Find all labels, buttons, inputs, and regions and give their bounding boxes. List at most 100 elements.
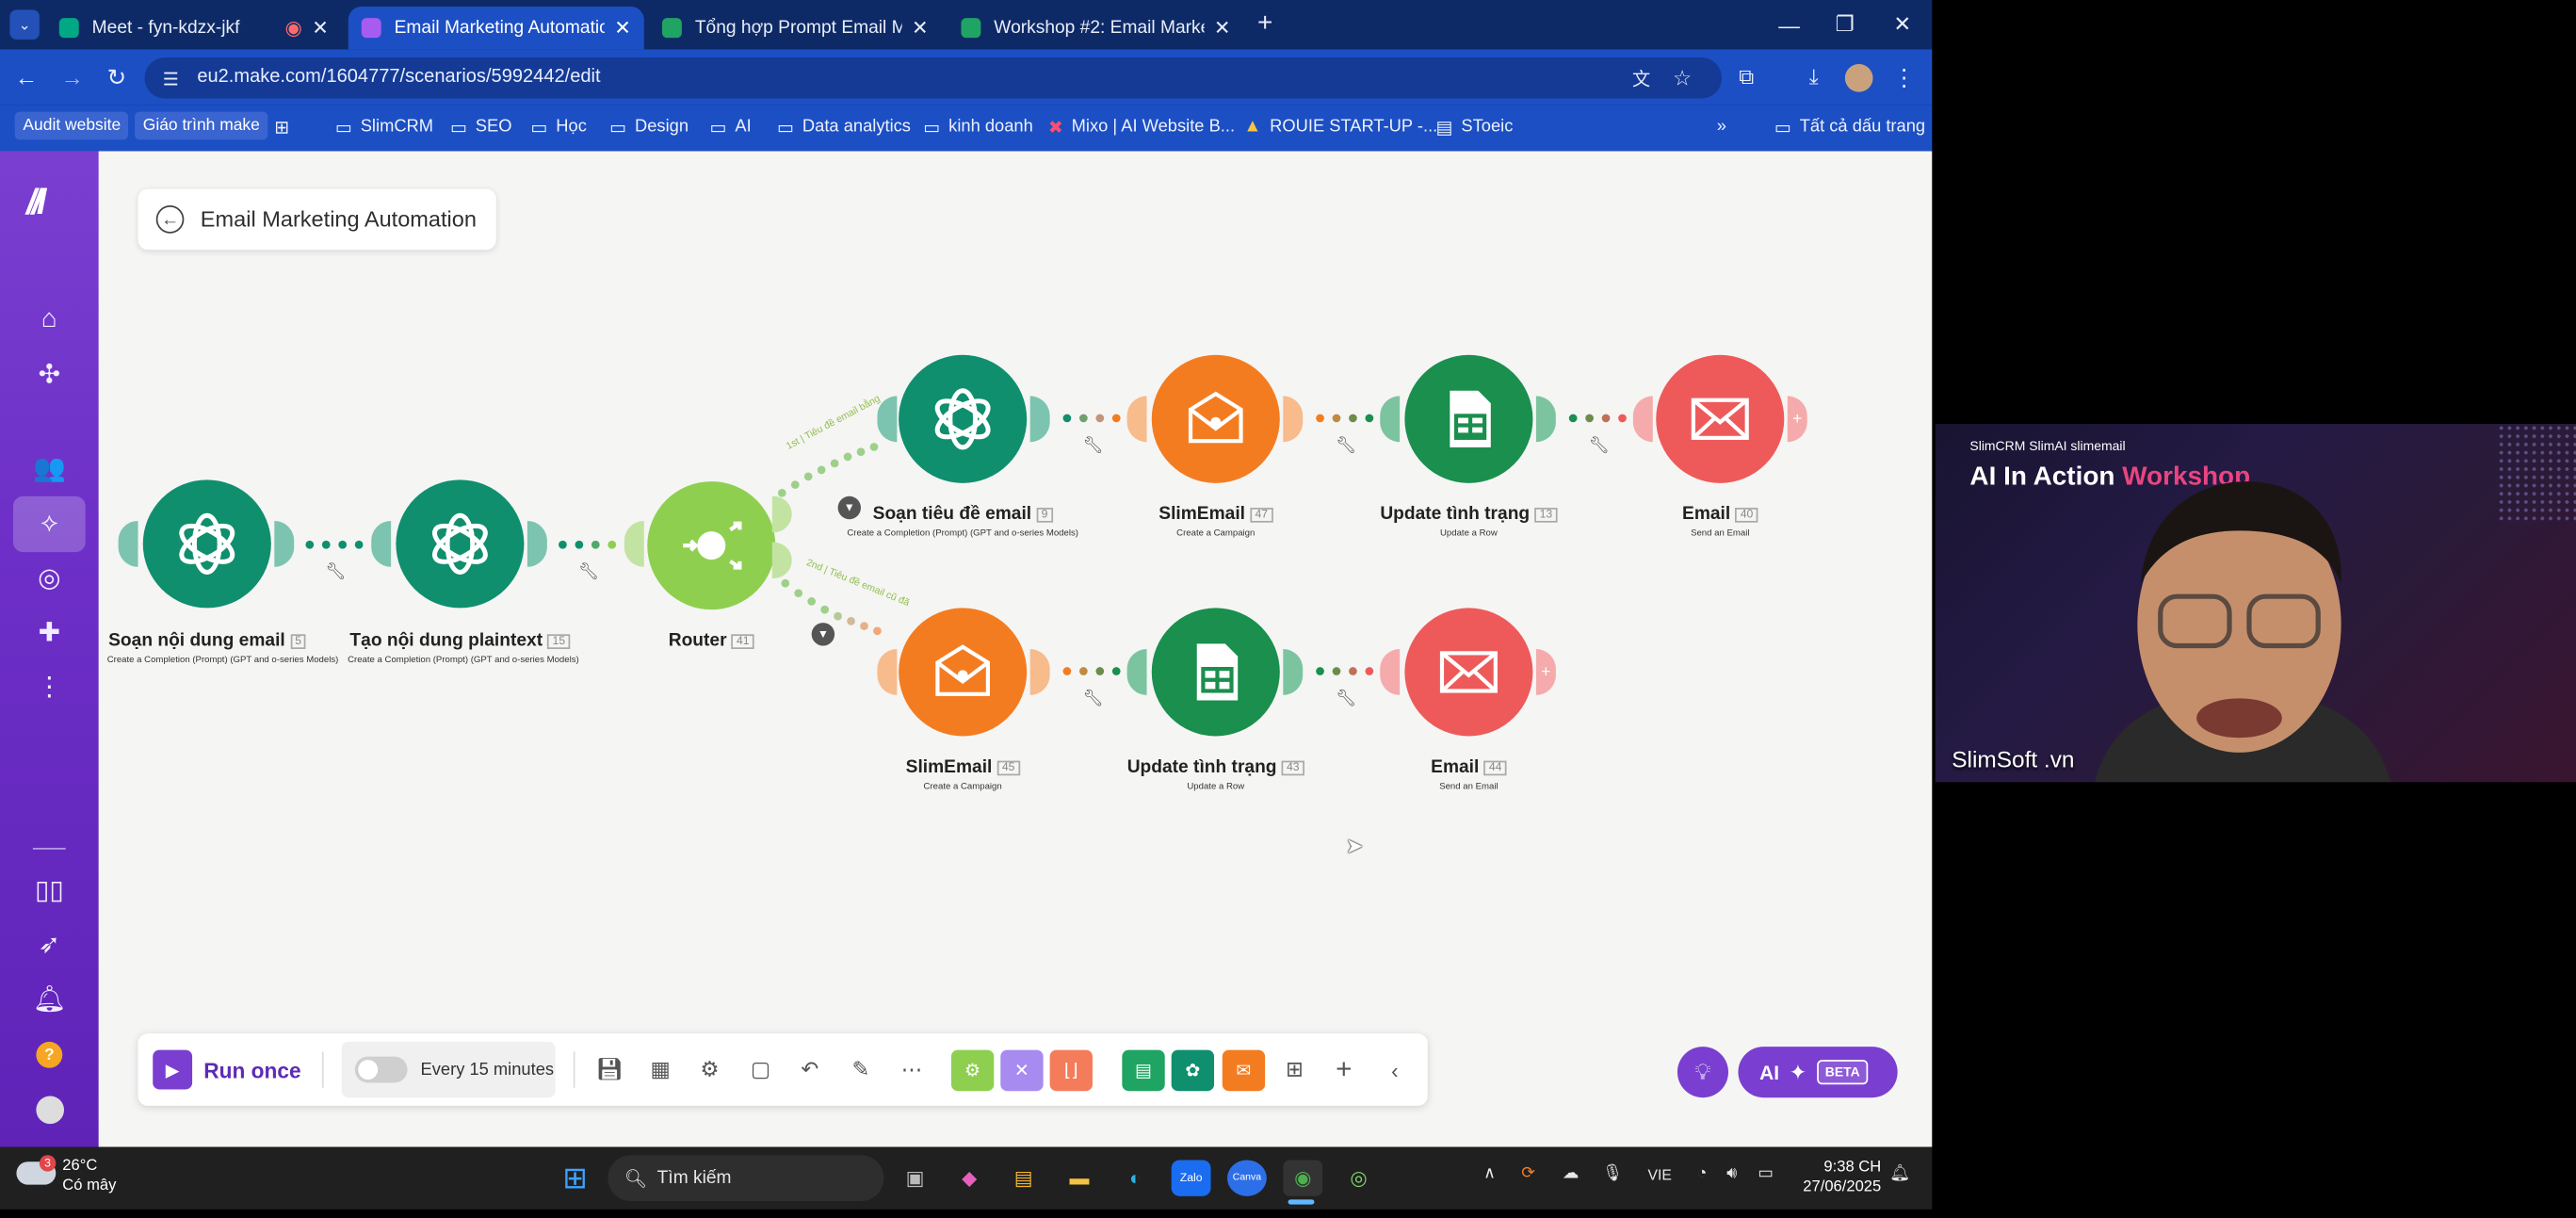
node-sheets-43[interactable] — [1151, 608, 1280, 737]
apps-grid-icon[interactable]: ⊞ — [274, 117, 290, 138]
weather-text[interactable]: 26°C Có mây — [62, 1156, 117, 1195]
wrench-icon[interactable]: 🔧︎ — [1082, 690, 1104, 708]
book-icon[interactable]: ▯▯ — [34, 877, 64, 906]
node-sheets-13[interactable] — [1404, 354, 1533, 483]
forward-arrow-icon[interactable]: → — [60, 64, 84, 90]
add-icon[interactable]: + — [1336, 1053, 1353, 1085]
bookmark-kinh-doanh[interactable]: ▭kinh doanh — [923, 116, 1033, 138]
node-slimemail-45[interactable] — [899, 608, 1028, 737]
bookmark-ai[interactable]: ▭AI — [709, 116, 752, 138]
integrations-icon[interactable]: ✣ — [38, 361, 61, 390]
tab-close-icon[interactable]: ✕ — [911, 16, 929, 40]
bookmark-design[interactable]: ▭Design — [609, 116, 689, 138]
onedrive-icon[interactable]: ☁ — [1562, 1164, 1580, 1183]
bookmark-audit-website[interactable]: Audit website — [14, 111, 129, 140]
collapse-chevron-icon[interactable]: ‹ — [1391, 1057, 1399, 1082]
wifi-icon[interactable]: ◔ — [1696, 1164, 1708, 1183]
filter-icon[interactable]: ▼ — [837, 495, 862, 520]
more-vertical-icon[interactable]: ⋮ — [36, 674, 63, 702]
bookmark-slimcrm[interactable]: ▭SlimCRM — [334, 116, 434, 138]
undo-icon[interactable]: ↶ — [801, 1056, 819, 1081]
windows-start-icon[interactable]: ⊞ — [562, 1161, 588, 1194]
user-avatar[interactable] — [35, 1095, 64, 1124]
lightbulb-icon[interactable]: 💡︎ — [1677, 1047, 1729, 1098]
menu-kebab-icon[interactable]: ⋮ — [1892, 63, 1916, 90]
zalo-icon[interactable]: Zalo — [1171, 1160, 1211, 1196]
scheduling-toggle[interactable] — [354, 1056, 408, 1083]
bookmark-data-analytics[interactable]: ▭Data analytics — [777, 116, 911, 138]
wrench-icon[interactable]: 🔧︎ — [1336, 436, 1357, 456]
tray-chevron-icon[interactable]: ∧ — [1483, 1164, 1496, 1183]
apps-grid-icon[interactable]: ⊞ — [1285, 1056, 1304, 1081]
more-horizontal-icon[interactable]: ⋯ — [900, 1056, 923, 1081]
back-arrow-icon[interactable]: ← — [14, 64, 39, 90]
back-arrow-icon[interactable]: ← — [155, 205, 185, 234]
chrome-profile-icon[interactable]: ◎ — [1350, 1166, 1368, 1190]
node-openai-9[interactable] — [899, 354, 1028, 483]
restore-button[interactable]: ❐ — [1835, 11, 1855, 37]
edge-icon[interactable]: ◐ — [1128, 1166, 1142, 1190]
save-icon[interactable]: 💾︎ — [595, 1056, 624, 1081]
profile-avatar[interactable] — [1844, 64, 1873, 92]
flow-control-icon[interactable]: ✕ — [1000, 1049, 1044, 1092]
magic-wand-icon[interactable]: ✎ — [851, 1056, 870, 1081]
volume-icon[interactable]: 🔊︎ — [1726, 1164, 1738, 1183]
task-view-icon[interactable]: ▣ — [905, 1166, 925, 1190]
bell-icon[interactable]: 🔔︎ — [32, 985, 67, 1015]
microphone-icon[interactable]: 🎙︎ — [1601, 1164, 1623, 1183]
add-module-plus-icon[interactable]: + — [1787, 396, 1807, 443]
node-email-40[interactable] — [1656, 354, 1785, 483]
wrench-icon[interactable]: 🔧︎ — [577, 563, 600, 582]
battery-icon[interactable]: ▭ — [1758, 1164, 1774, 1183]
help-icon[interactable]: ? — [36, 1041, 63, 1068]
filter-icon[interactable]: ▼ — [811, 623, 835, 646]
connections-icon[interactable]: ◎ — [38, 565, 61, 593]
taskbar-clock[interactable]: 9:38 CH 27/06/2025 — [1803, 1158, 1882, 1196]
translate-icon[interactable]: 文 — [1631, 71, 1651, 90]
schedule-box[interactable]: Every 15 minutes — [341, 1041, 556, 1098]
copilot-icon[interactable]: ◆ — [962, 1166, 978, 1190]
team-icon[interactable]: 👥 — [32, 455, 66, 483]
bookmark-rouie[interactable]: ▲ROUIE START-UP -... — [1243, 116, 1438, 137]
tab-prompt-sheet[interactable]: Tổng hợp Prompt Email Marketing ✕ — [649, 7, 941, 49]
node-slimemail-47[interactable] — [1151, 354, 1280, 483]
chrome-icon[interactable]: ◉ — [1283, 1160, 1323, 1196]
run-once-button[interactable]: ▶ Run once — [153, 1048, 303, 1091]
rocket-icon[interactable]: ➶ — [38, 932, 61, 960]
bookmark-seo[interactable]: ▭SEO — [449, 116, 512, 138]
bookmark-stoeic[interactable]: ▤SToeic — [1435, 116, 1514, 138]
download-icon[interactable]: ⤓ — [1808, 64, 1819, 89]
all-bookmarks[interactable]: ▭Tất cả dấu trang — [1774, 116, 1926, 138]
extensions-icon[interactable]: ⧉ — [1739, 64, 1755, 89]
tab-close-icon[interactable]: ✕ — [1213, 16, 1231, 40]
weather-widget[interactable]: 3 — [16, 1155, 65, 1197]
store-icon[interactable]: ▤ — [1013, 1166, 1033, 1190]
bookmark-hoc[interactable]: ▭Học — [530, 116, 587, 138]
file-explorer-icon[interactable]: ▬ — [1069, 1166, 1090, 1190]
bookmark-star-icon[interactable]: ☆ — [1672, 65, 1693, 90]
close-window-button[interactable]: ✕ — [1893, 11, 1912, 37]
add-module-plus-icon[interactable]: + — [1535, 648, 1556, 695]
home-icon[interactable]: ⌂ — [41, 305, 57, 334]
tools-module-icon[interactable]: ⚙ — [950, 1049, 995, 1092]
notes-icon[interactable]: ▢ — [750, 1056, 771, 1081]
tab-workshop-sheet[interactable]: Workshop #2: Email Marketing ✕ — [948, 7, 1243, 49]
tab-meet[interactable]: Meet - fyn-kdzx-jkf ◉ ✕ — [46, 7, 342, 49]
settings-gear-icon[interactable]: ⚙ — [700, 1056, 720, 1081]
wrench-icon[interactable]: 🔧︎ — [325, 563, 347, 582]
wrench-icon[interactable]: 🔧︎ — [1336, 690, 1357, 708]
address-bar[interactable] — [144, 57, 1723, 99]
tab-search-button[interactable]: ⌄ — [9, 9, 40, 40]
make-logo-icon[interactable]: //l — [25, 180, 47, 222]
openai-app-icon[interactable]: ✿ — [1171, 1049, 1215, 1092]
wrench-icon[interactable]: 🔧︎ — [1082, 436, 1104, 456]
node-router-41[interactable] — [647, 481, 776, 610]
language-indicator[interactable]: VIE — [1647, 1166, 1672, 1183]
scenarios-icon[interactable]: ⟡ — [41, 509, 58, 538]
reload-icon[interactable]: ↻ — [106, 63, 127, 90]
new-tab-button[interactable]: + — [1256, 9, 1273, 39]
node-email-44[interactable] — [1404, 608, 1533, 737]
minimize-button[interactable]: — — [1778, 12, 1800, 38]
ai-assistant-button[interactable]: AI ✦ BETA — [1738, 1047, 1898, 1098]
bookmark-mixo[interactable]: ✖Mixo | AI Website B... — [1047, 116, 1236, 138]
